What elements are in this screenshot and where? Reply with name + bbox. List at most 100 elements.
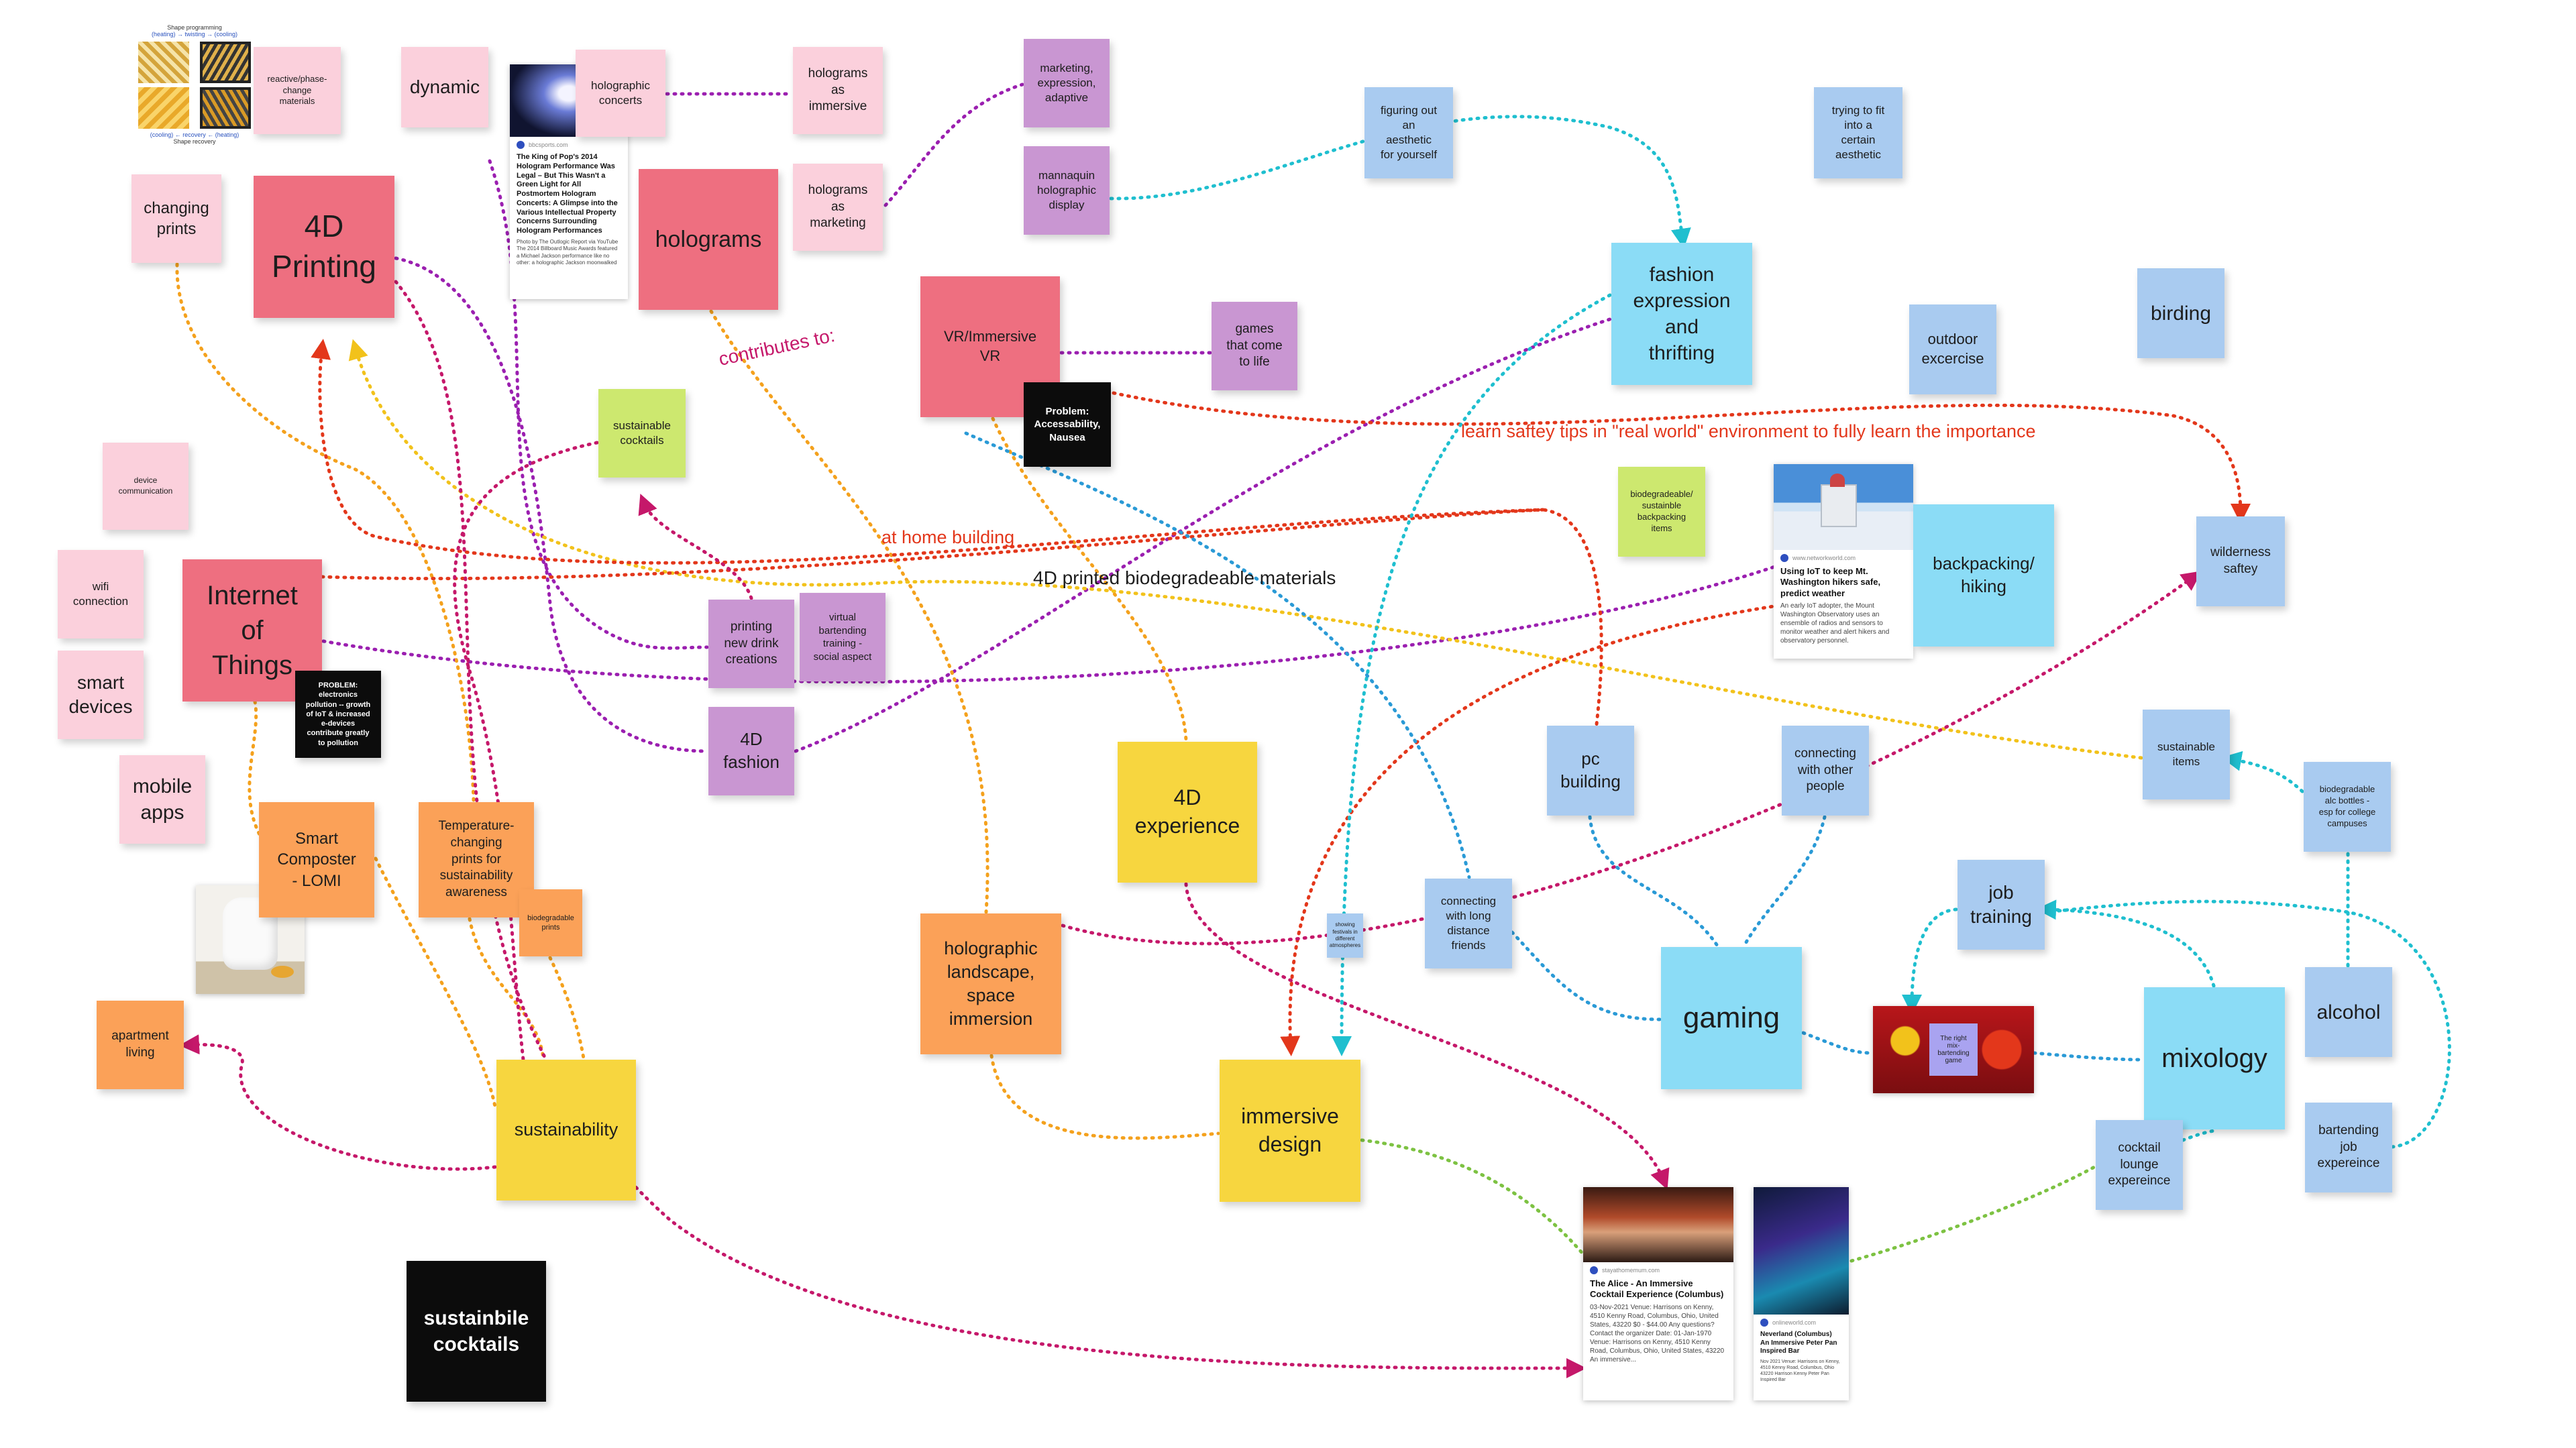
sticky-note-pc-building[interactable]: pc building xyxy=(1547,726,1634,816)
sticky-note-connecting-people[interactable]: connecting with other people xyxy=(1782,726,1869,816)
source-favicon-icon xyxy=(1780,554,1788,562)
link-printing-alice xyxy=(394,280,1587,1379)
sticky-note-mannequin[interactable]: mannaquin holographic display xyxy=(1024,146,1110,235)
link-drink-cocktails xyxy=(638,494,753,600)
sticky-note-fashion[interactable]: fashion expression and thrifting xyxy=(1611,243,1752,385)
alice-card-source: stayathomemum.com xyxy=(1602,1267,1660,1274)
lattice-flat-image xyxy=(138,42,189,83)
sticky-note-mixology[interactable]: mixology xyxy=(2144,987,2285,1129)
alice-card-desc: 03-Nov-2021 Venue: Harrisons on Kenny, 4… xyxy=(1590,1303,1725,1363)
sticky-note-wilderness[interactable]: wilderness saftey xyxy=(2196,516,2285,606)
sticky-note-smart-composter[interactable]: Smart Composter - LOMI xyxy=(259,802,374,917)
connector-label-learn-safety: learn saftey tips in "real world" enviro… xyxy=(1461,421,2036,441)
neverland-card-desc: Nov 2021 Venue: Harrisons on Kenny, 4510… xyxy=(1760,1359,1840,1382)
sticky-note-biodeg-backpack[interactable]: biodegradeable/ sustainble backpacking i… xyxy=(1618,467,1705,557)
sticky-note-connecting-long[interactable]: connecting with long distance friends xyxy=(1425,879,1512,968)
sticky-note-sustainability[interactable]: sustainability xyxy=(496,1060,636,1201)
sticky-note-holo-marketing[interactable]: holograms as marketing xyxy=(793,164,883,251)
hiking-card-desc: An early IoT adopter, the Mount Washingt… xyxy=(1780,602,1890,645)
sticky-note-cocktail-lounge[interactable]: cocktail lounge expereince xyxy=(2096,1120,2183,1210)
sticky-note-biodeg-prints[interactable]: biodegradable prints xyxy=(519,889,582,956)
link-game-mixology xyxy=(2032,1051,2145,1062)
sticky-note-holograms[interactable]: holograms xyxy=(639,169,778,310)
sticky-note-immersive-design[interactable]: immersive design xyxy=(1220,1060,1360,1202)
sticky-note-reactive[interactable]: reactive/phase- change materials xyxy=(254,47,341,134)
link-sustain-apartment xyxy=(179,1034,497,1171)
sticky-note-problem-vr[interactable]: Problem: Accessability, Nausea xyxy=(1024,382,1111,467)
lattice-final-image xyxy=(200,87,251,129)
sticky-note-iot[interactable]: Internet of Things xyxy=(182,559,322,702)
link-pc-gaming xyxy=(1588,815,1719,948)
mj-card-desc: Photo by The Outlogic Report via YouTube… xyxy=(517,238,619,266)
sticky-note-figuring-out[interactable]: figuring out an aesthetic for yourself xyxy=(1364,87,1453,178)
link-backpack-immersive xyxy=(1280,588,1921,1056)
hiking-card-title: Using IoT to keep Mt. Washington hikers … xyxy=(1780,566,1881,598)
mj-card-source: bbcsports.com xyxy=(529,142,568,148)
sticky-note-wifi[interactable]: wifi connection xyxy=(58,550,144,638)
link-4dprinting-fashion xyxy=(394,256,709,753)
link-long-gaming xyxy=(1510,930,1662,1021)
sticky-note-sustainable-cocktails[interactable]: sustainable cocktails xyxy=(598,389,686,478)
link-biodegalc-sustainable xyxy=(2221,750,2304,793)
link-job-game xyxy=(1902,907,1958,1015)
link-cocktails-iot xyxy=(453,441,599,1062)
sticky-note-changing-prints[interactable]: changing prints xyxy=(131,174,221,263)
source-favicon-icon xyxy=(1590,1266,1598,1274)
sticky-note-outdoor[interactable]: outdoor excercise xyxy=(1909,304,1996,394)
neverland-article-card[interactable]: onlineworld.com Neverland (Columbus) An … xyxy=(1754,1187,1849,1400)
sticky-note-bartending-job[interactable]: bartending job expereince xyxy=(2305,1103,2392,1192)
source-favicon-icon xyxy=(517,141,525,149)
sticky-note-biodeg-alc[interactable]: biodegradable alc bottles - esp for coll… xyxy=(2304,762,2391,852)
sticky-note-holo-immersive[interactable]: holograms as immersive xyxy=(793,47,883,134)
neverland-card-source: onlineworld.com xyxy=(1772,1319,1817,1326)
sticky-note-smart-devices[interactable]: smart devices xyxy=(58,651,144,739)
mt-washington-image xyxy=(1774,464,1913,550)
sticky-note-trying-fit[interactable]: trying to fit into a certain aesthetic xyxy=(1814,87,1902,178)
sticky-note-printing-drink[interactable]: printing new drink creations xyxy=(708,600,794,688)
sticky-note-mobile-apps[interactable]: mobile apps xyxy=(119,755,205,844)
bartending-game-title: The right mix- bartending game xyxy=(1929,1023,1978,1076)
sticky-note-gaming[interactable]: gaming xyxy=(1661,947,1802,1089)
hiking-card-source: www.networkworld.com xyxy=(1792,555,1856,561)
sticky-note-marketing-exp[interactable]: marketing, expression, adaptive xyxy=(1024,39,1110,127)
sticky-note-job-training[interactable]: job training xyxy=(1957,860,2045,950)
link-marketing-mannequin xyxy=(883,82,1024,207)
sticky-note-showing[interactable]: showing festivals in different atmospher… xyxy=(1327,913,1363,958)
link-landscape-immersive xyxy=(989,1054,1220,1140)
alice-article-card[interactable]: stayathomemum.com The Alice - An Immersi… xyxy=(1583,1187,1733,1400)
lattice-twisted-image xyxy=(200,42,251,83)
link-cocktail-mixology xyxy=(2181,1129,2216,1142)
sticky-note-backpacking[interactable]: backpacking/ hiking xyxy=(1913,504,2054,647)
sticky-note-4d-experience[interactable]: 4D experience xyxy=(1118,742,1257,883)
sticky-note-4d-printing[interactable]: 4D Printing xyxy=(254,176,394,318)
mj-card-title: The King of Pop's 2014 Hologram Performa… xyxy=(517,153,618,235)
sticky-note-holo-concerts[interactable]: holographic concerts xyxy=(576,50,665,137)
sticky-note-alcohol[interactable]: alcohol xyxy=(2305,967,2392,1057)
sticky-note-sustainable-items[interactable]: sustainable items xyxy=(2143,710,2230,799)
sticky-note-4d-fashion[interactable]: 4D fashion xyxy=(708,707,794,795)
sticky-note-device-comm[interactable]: device communication xyxy=(103,443,189,530)
figure-bottom-caption-2: Shape recovery xyxy=(173,138,216,145)
neverland-card-title: Neverland (Columbus) An Immersive Peter … xyxy=(1760,1331,1837,1355)
link-neverland-cocktail xyxy=(1849,1165,2096,1263)
source-favicon-icon xyxy=(1760,1319,1768,1327)
sticky-note-birding[interactable]: birding xyxy=(2137,268,2224,358)
sticky-note-holo-landscape[interactable]: holographic landscape, space immersion xyxy=(920,913,1061,1054)
connector-label-contributes: contributes to: xyxy=(716,325,837,370)
alice-card-title: The Alice - An Immersive Cocktail Experi… xyxy=(1590,1278,1724,1300)
link-connecting-gaming xyxy=(1742,815,1827,948)
sticky-note-apartment[interactable]: apartment living xyxy=(97,1001,184,1089)
sticky-note-problem-iot[interactable]: PROBLEM: electronics pollution -- growth… xyxy=(295,671,381,758)
link-gaming-game xyxy=(1801,1031,1874,1055)
4d-printing-figure: Shape programming (heating) → twisting →… xyxy=(134,24,255,165)
sticky-note-dynamic[interactable]: dynamic xyxy=(401,47,488,127)
figure-top-caption-2: (heating) → twisting → (cooling) xyxy=(151,31,238,38)
sticky-note-temp-prints[interactable]: Temperature- changing prints for sustain… xyxy=(419,802,534,917)
sticky-note-sustainbile-cocktails[interactable]: sustainbile cocktails xyxy=(407,1261,546,1402)
bartending-game-image[interactable]: The right mix- bartending game xyxy=(1873,1006,2034,1093)
hiking-iot-article-card[interactable]: www.networkworld.com Using IoT to keep M… xyxy=(1774,464,1913,659)
sticky-note-games-life[interactable]: games that come to life xyxy=(1212,302,1297,390)
connector-label-4d-biodeg: 4D printed biodegradeable materials xyxy=(1033,567,1336,588)
sticky-note-virtual-bartending[interactable]: virtual bartending training - social asp… xyxy=(800,593,885,681)
